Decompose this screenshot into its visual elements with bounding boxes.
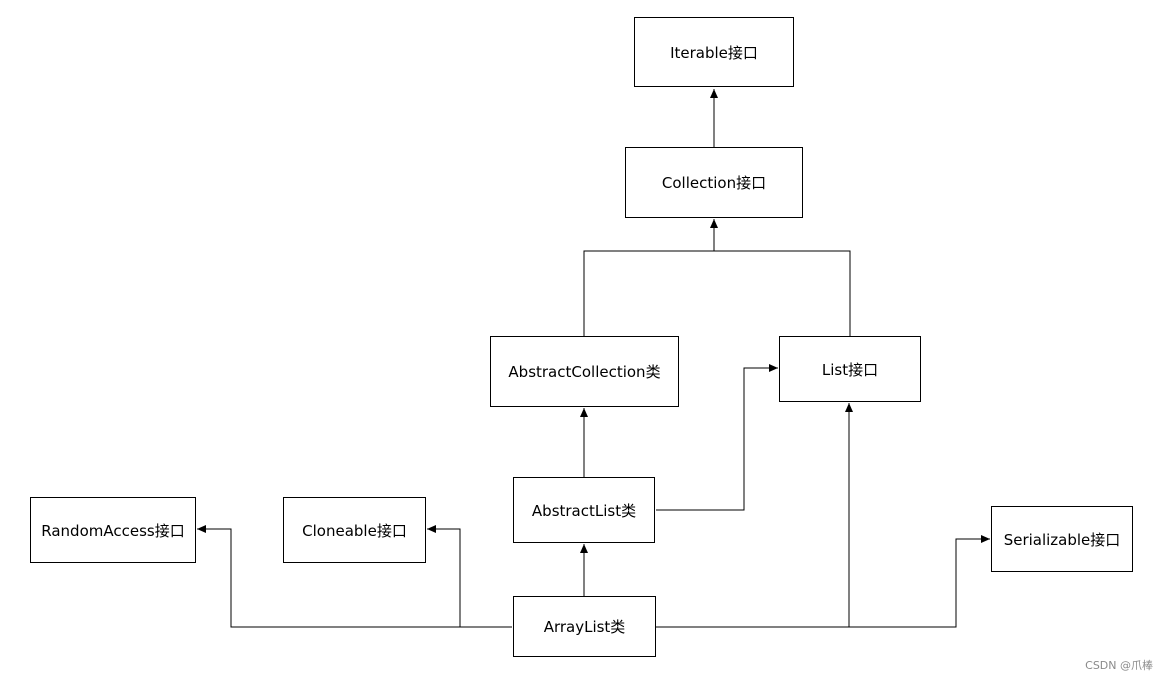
collection-interface-node: Collection接口 (625, 147, 803, 218)
abstract-list-label: AbstractList类 (531, 501, 637, 520)
list-label: List接口 (821, 360, 879, 379)
array-list-label: ArrayList类 (543, 618, 626, 636)
random-access-label: RandomAccess接口 (41, 521, 185, 540)
abstract-collection-label: AbstractCollection类 (508, 363, 661, 381)
array-list-class-node: ArrayList类 (513, 596, 656, 657)
edge-list-to-collection (714, 250, 851, 336)
edge-arraylist-to-randomaccess (197, 525, 512, 628)
cloneable-interface-node: Cloneable接口 (283, 497, 426, 563)
edge-arraylist-to-list (656, 403, 853, 628)
serializable-interface-node: Serializable接口 (991, 506, 1133, 572)
random-access-interface-node: RandomAccess接口 (30, 497, 196, 563)
edge-arraylist-to-cloneable (427, 525, 461, 627)
watermark-text: CSDN @爪棒 (1085, 659, 1153, 672)
serializable-label: Serializable接口 (1003, 530, 1121, 549)
edge-abstractlist-to-list (656, 364, 778, 511)
list-interface-node: List接口 (779, 336, 921, 402)
abstract-collection-class-node: AbstractCollection类 (490, 336, 679, 407)
iterable-interface-node: Iterable接口 (634, 17, 794, 87)
iterable-label: Iterable接口 (670, 43, 758, 62)
abstract-list-class-node: AbstractList类 (513, 477, 655, 543)
edge-arraylist-to-serializable (849, 535, 990, 628)
collection-label: Collection接口 (661, 174, 767, 192)
edge-abstractcollection-to-collection (583, 219, 718, 336)
cloneable-label: Cloneable接口 (302, 521, 407, 540)
